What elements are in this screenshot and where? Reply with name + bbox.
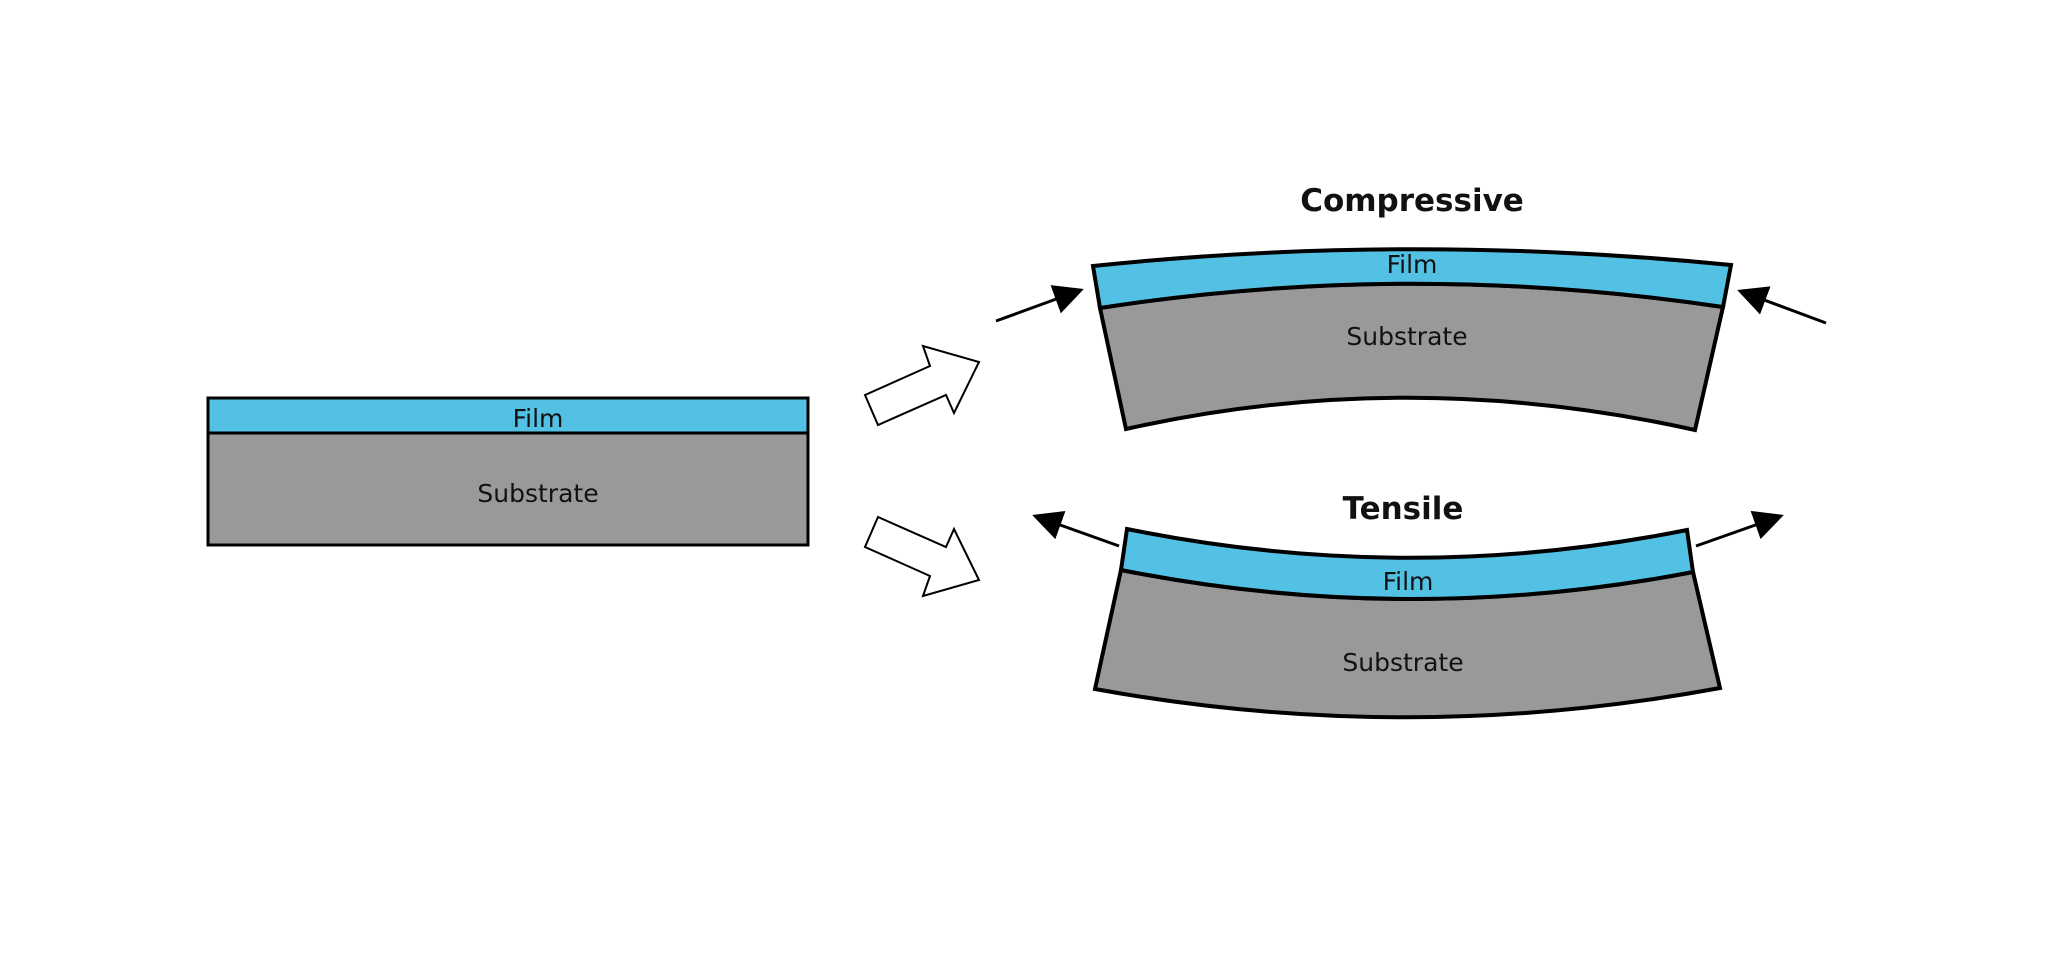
compressive-film-label: Film [1387, 250, 1438, 279]
original-stack: Film Substrate [206, 396, 810, 547]
process-arrow-down-icon [863, 515, 981, 598]
tensile-film [1118, 526, 1696, 601]
compressive-right-force-arrow-icon [1737, 286, 1827, 325]
compressive-left-force-arrow-icon [995, 285, 1084, 323]
tensile-heading: Tensile [1343, 491, 1464, 527]
tensile-substrate-label: Substrate [1342, 648, 1463, 677]
compressive-substrate-label: Substrate [1346, 322, 1467, 351]
process-arrow-up-icon [863, 344, 981, 427]
original-film [206, 396, 810, 435]
tensile-right-force-arrow-icon [1695, 510, 1784, 548]
tensile-case: Tensile Film Substrate [1032, 491, 1784, 720]
compressive-heading: Compressive [1300, 183, 1524, 219]
compressive-case: Compressive Film Substrate [995, 183, 1827, 433]
tensile-film-label: Film [1383, 567, 1434, 596]
tensile-left-force-arrow-icon [1032, 510, 1120, 548]
compressive-substrate [1097, 281, 1726, 433]
compressive-film [1090, 247, 1734, 311]
original-film-label: Film [513, 404, 564, 433]
original-substrate-label: Substrate [477, 479, 598, 508]
original-substrate [206, 431, 810, 547]
